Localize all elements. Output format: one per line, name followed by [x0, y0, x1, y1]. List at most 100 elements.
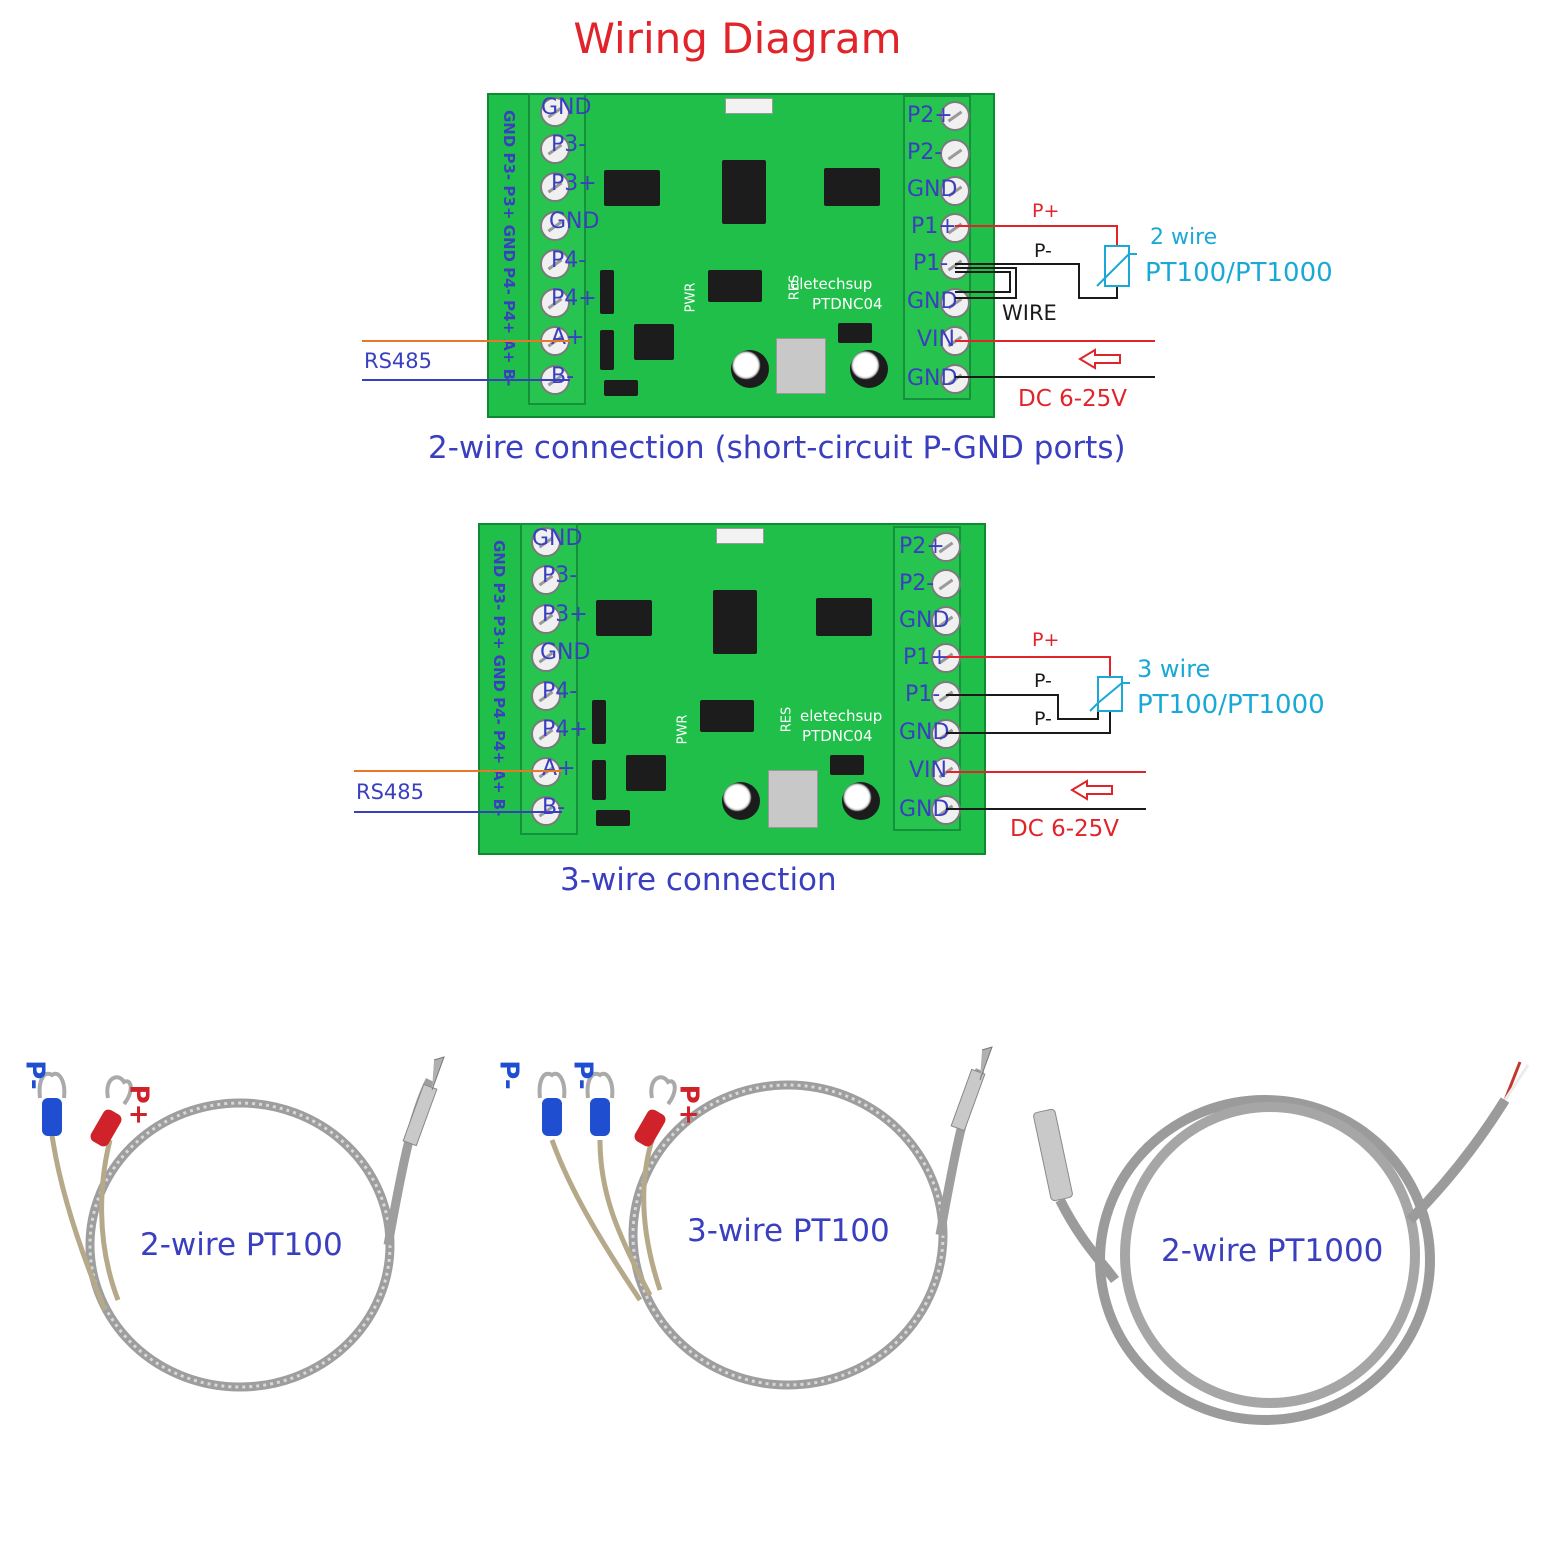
brand-label: eletechsup	[790, 275, 873, 293]
sensor-type-label: 3 wire	[1137, 655, 1211, 683]
screw-terminal	[531, 719, 561, 749]
pin-label: GND	[907, 177, 958, 202]
pin-label: A+	[542, 756, 576, 781]
p1-plus-wire	[955, 225, 1118, 246]
pin-label: P1+	[903, 645, 949, 670]
pin-label: GND	[541, 95, 592, 120]
ic-chip	[596, 810, 630, 826]
power-label: DC 6-25V	[1010, 816, 1120, 842]
short-wire	[955, 267, 1017, 299]
ic-chip	[708, 270, 762, 302]
pin-label: P4-	[551, 248, 587, 273]
capacitor	[842, 782, 880, 820]
screw-terminal	[940, 213, 970, 243]
pin-label: P2-	[899, 571, 935, 596]
capacitor	[722, 782, 760, 820]
screw-terminal	[531, 642, 561, 672]
pin-label: B-	[551, 364, 575, 389]
ic-chip	[604, 380, 638, 396]
pin-label: GND	[907, 289, 958, 314]
probe-terminal-mark: P+	[673, 1084, 704, 1126]
pcb-side-text: GND P3- P3+ GND P4- P4+ A+ B-	[500, 110, 518, 387]
screw-terminal	[540, 134, 570, 164]
sensor-type-label: 2 wire	[1150, 225, 1218, 250]
screw-terminal	[931, 532, 961, 562]
probe-terminal-mark: P-	[567, 1060, 598, 1090]
capacitor	[850, 350, 888, 388]
screw-terminal	[931, 606, 961, 636]
ic-chip	[600, 270, 614, 314]
brand-label: eletechsup	[800, 707, 883, 725]
screw-terminal	[540, 172, 570, 202]
p-plus-label: P+	[1032, 200, 1060, 222]
screw-terminal	[540, 97, 570, 127]
ic-chip	[592, 700, 606, 744]
screw-terminal	[540, 211, 570, 241]
rtd-sensor-icon	[1089, 676, 1130, 712]
screw-terminal	[940, 101, 970, 131]
pcb-side-text: GND P3- P3+ GND P4- P4+ A+ B-	[490, 540, 508, 817]
pin-label: B-	[542, 795, 566, 820]
pin-label: P2-	[907, 140, 943, 165]
probe-label: 2-wire PT100	[140, 1227, 343, 1263]
ic-chip	[824, 168, 880, 206]
page-title: Wiring Diagram	[573, 14, 902, 63]
ic-chip	[830, 755, 864, 775]
led-indicator	[716, 528, 764, 544]
rs485-label: RS485	[364, 349, 433, 373]
pin-label: GND	[899, 797, 950, 822]
ic-chip	[626, 755, 666, 791]
screw-terminal	[940, 176, 970, 206]
ic-chip	[713, 590, 757, 654]
diagram-caption: 2-wire connection (short-circuit P-GND p…	[428, 430, 1126, 466]
ic-chip	[604, 170, 660, 206]
screw-terminal	[531, 527, 561, 557]
pin-label: VIN	[909, 758, 947, 783]
rs485-label: RS485	[356, 780, 425, 804]
pin-label: GND	[907, 366, 958, 391]
p1-minus-wire	[946, 694, 1099, 720]
pin-label: A+	[551, 325, 585, 350]
p1-minus-wire	[955, 263, 1118, 299]
p-plus-label: P+	[1032, 629, 1060, 651]
pin-label: GND	[899, 720, 950, 745]
ic-chip	[700, 700, 754, 732]
pin-label: VIN	[917, 327, 955, 352]
arrow-left-icon	[1070, 779, 1113, 801]
probe-label: 2-wire PT1000	[1161, 1233, 1384, 1269]
screw-terminal	[531, 681, 561, 711]
wire-label: WIRE	[1002, 301, 1057, 325]
pin-label: P3+	[551, 171, 597, 196]
pin-label: P3+	[542, 602, 588, 627]
screw-terminal	[540, 249, 570, 279]
pin-label: P4+	[551, 286, 597, 311]
pin-label: GND	[540, 640, 591, 665]
probe-terminal-mark: P-	[493, 1060, 524, 1090]
probe-terminal-mark: P-	[19, 1060, 50, 1090]
screw-terminal	[531, 604, 561, 634]
sensor-model-label: PT100/PT1000	[1145, 258, 1333, 288]
gnd-sense-wire	[946, 711, 1111, 734]
p-minus-label: P-	[1034, 670, 1052, 692]
p1-plus-wire	[946, 656, 1111, 677]
ic-chip	[592, 760, 606, 800]
ic-chip	[816, 598, 872, 636]
pin-label: P4-	[542, 679, 578, 704]
pin-label: P2+	[907, 103, 953, 128]
short-wire	[955, 271, 1011, 293]
screw-terminal	[531, 565, 561, 595]
diagram-caption: 3-wire connection	[560, 862, 837, 898]
power-label: DC 6-25V	[1018, 386, 1128, 412]
probe-3wire-pt100-graphic	[537, 1046, 993, 1390]
probe-label: 3-wire PT100	[687, 1213, 890, 1249]
voltage-regulator	[768, 770, 818, 828]
pwr-label: PWR	[675, 714, 691, 745]
screw-terminal	[540, 288, 570, 318]
probe-terminal-mark: P+	[123, 1084, 154, 1126]
led-indicator	[725, 98, 773, 114]
ic-chip	[722, 160, 766, 224]
pin-label: P3-	[551, 132, 587, 157]
model-label: PTDNC04	[802, 727, 873, 745]
probe-2wire-pt100-graphic	[37, 1056, 445, 1392]
